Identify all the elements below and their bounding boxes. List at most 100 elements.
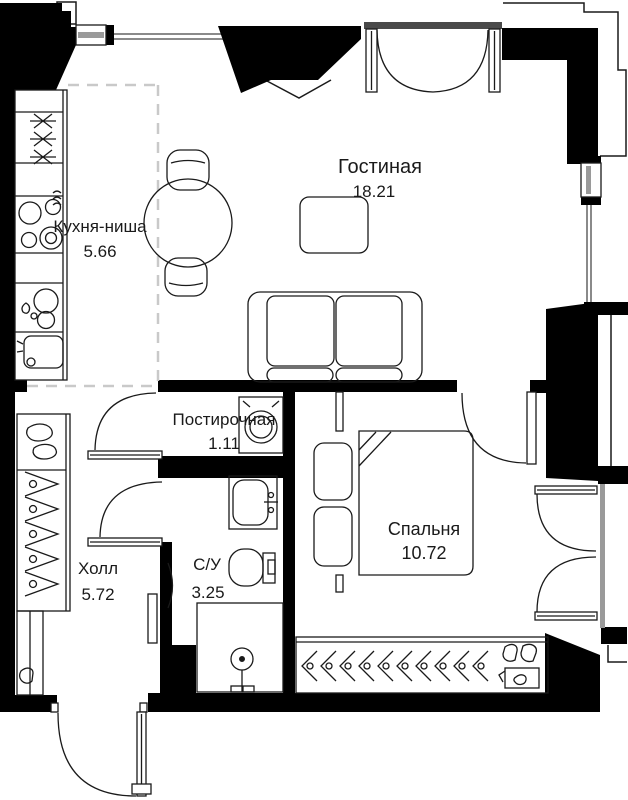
- wall-balcony-door-top-block: [598, 466, 628, 484]
- window-right-icon: [580, 162, 602, 198]
- wall-top-right: [502, 28, 598, 164]
- wall-right-column: [546, 302, 598, 481]
- wall-window-cap-bottom: [581, 197, 601, 205]
- nightstand: [313, 506, 353, 567]
- hanger-icon: [24, 496, 60, 522]
- wall-top-left-corner: [0, 3, 76, 90]
- hanger-icon: [434, 650, 451, 682]
- hanger-icon: [415, 650, 432, 682]
- wall-balcony-door-bottom-block: [601, 627, 627, 644]
- hanger-icon: [24, 546, 60, 572]
- shoe-box: [504, 667, 540, 689]
- room-label-living: Гостиная: [338, 156, 422, 178]
- windows: [75, 24, 602, 198]
- bathroom-sink-icon: [228, 475, 278, 530]
- hanger-icon: [339, 650, 356, 682]
- nightstand: [313, 442, 353, 501]
- wall-bay-trapezoid: [218, 26, 361, 93]
- wall-bottom-right-diagonal: [545, 633, 600, 712]
- shower-icon: [196, 602, 284, 693]
- hanger-icon: [472, 650, 489, 682]
- bed: [358, 430, 474, 576]
- door-swing-arc: [432, 29, 489, 93]
- door-leaf-icon: [147, 593, 158, 644]
- washing-machine-icon: [238, 396, 284, 454]
- door-jamb: [139, 702, 148, 713]
- balcony-door-rail: [364, 22, 502, 29]
- coffee-table: [299, 196, 369, 254]
- shoe-icon: [26, 423, 53, 442]
- shoe-icon: [502, 643, 518, 662]
- kitchen-niche-boundary: [27, 83, 160, 388]
- exterior-outline: [56, 1, 627, 663]
- bedroom-door: [461, 391, 537, 465]
- bedroom-balcony-french-doors: [534, 484, 605, 628]
- room-label-laundry: Постирочная: [173, 410, 276, 429]
- bedroom-wardrobe: [295, 636, 549, 694]
- hanger-icon: [24, 571, 60, 597]
- sofa: [247, 291, 423, 383]
- shoe-icon: [32, 443, 58, 460]
- room-area-laundry: 1.11: [208, 434, 240, 453]
- window-glazing-right: [586, 205, 592, 306]
- room-area-kitchen: 5.66: [83, 242, 116, 261]
- stove-icon: [18, 190, 63, 250]
- chair: [166, 149, 210, 191]
- doors: [50, 22, 605, 797]
- facade-contour-top-right: [503, 2, 627, 157]
- bed-blanket-fold: [358, 431, 392, 467]
- entrance-door: [50, 702, 152, 797]
- walls: [0, 3, 628, 712]
- wall-left: [0, 30, 15, 712]
- wall-laundry-bathroom: [158, 456, 295, 478]
- kitchen-sink-icon: [21, 288, 59, 330]
- balcony-edge-bottom-right: [607, 645, 627, 663]
- bathroom-door: [87, 481, 174, 644]
- shoe-icon: [513, 674, 527, 686]
- hanger-icon: [377, 650, 394, 682]
- bed-headboard: [335, 391, 344, 432]
- wall-window-jamb: [105, 25, 114, 45]
- door-swing-arc: [376, 29, 434, 93]
- room-label-hall: Холл: [78, 559, 118, 578]
- room-label-bedroom: Спальня: [388, 519, 460, 539]
- wall-bottom-left: [0, 695, 57, 712]
- wall-bottom: [148, 693, 600, 712]
- door-leaf-icon: [526, 391, 537, 465]
- window-glazing-top: [111, 33, 229, 40]
- chair: [164, 257, 208, 297]
- hanger-icon: [301, 650, 318, 682]
- kitchen-cabinet-icon: [30, 113, 56, 165]
- room-area-living: 18.21: [353, 182, 396, 201]
- door-swing-arc: [57, 712, 137, 797]
- bed-headboard: [335, 574, 344, 593]
- hanger-icon: [358, 650, 375, 682]
- hall-wardrobe: [16, 413, 71, 612]
- room-area-bedroom: 10.72: [401, 543, 446, 563]
- laundry-door: [87, 392, 163, 460]
- bay-window-mullion: [266, 79, 332, 99]
- wall-living-hall: [0, 380, 27, 392]
- shoe-icon: [520, 643, 537, 663]
- wall-bathroom-bedroom: [283, 380, 295, 695]
- kitchen-counter: [14, 89, 68, 381]
- room-labels: Гостиная 18.21 Кухня-ниша 5.66 Постирочн…: [53, 156, 460, 604]
- glazing: [111, 33, 592, 306]
- window-top-icon: [75, 24, 107, 46]
- wall-shower-corner: [172, 645, 196, 695]
- door-handle: [131, 783, 152, 795]
- hanger-icon: [24, 521, 60, 547]
- wall-window-cap-top: [581, 156, 601, 164]
- hall-lower-cabinet: [16, 610, 44, 696]
- door-swing-arc: [94, 392, 157, 451]
- room-label-kitchen: Кухня-ниша: [53, 217, 147, 236]
- wall-hall-bathroom: [160, 542, 172, 697]
- hanger-icon: [396, 650, 413, 682]
- toilet-icon: [228, 548, 276, 587]
- balcony-door-living: [364, 22, 502, 93]
- room-area-bathroom: 3.25: [191, 583, 224, 602]
- door-jamb: [50, 702, 59, 713]
- door-swing-arc: [167, 562, 174, 609]
- dining-table: [143, 178, 233, 268]
